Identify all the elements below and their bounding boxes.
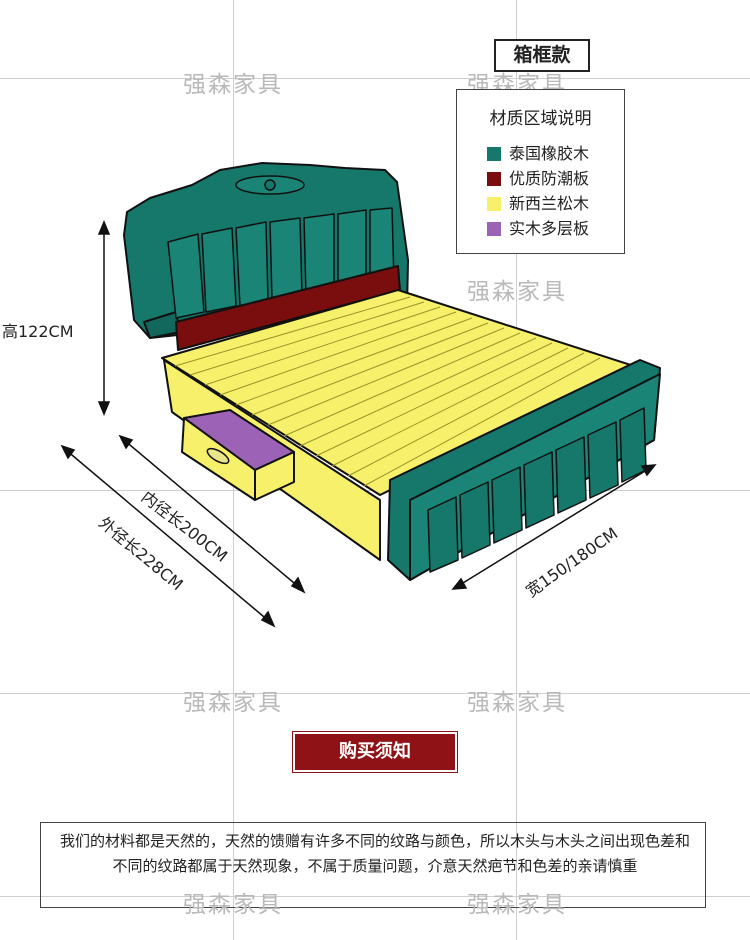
purchase-notice-button: 购买须知 <box>292 731 458 773</box>
guide-line <box>0 693 750 694</box>
watermark: 强森家具 <box>467 279 567 305</box>
material-legend: 材质区域说明 泰国橡胶木 优质防潮板 新西兰松木 实木多层板 <box>456 89 625 254</box>
swatch-plywood <box>487 222 501 236</box>
watermark: 强森家具 <box>467 892 567 918</box>
legend-item: 优质防潮板 <box>487 169 589 189</box>
watermark: 强森家具 <box>183 892 283 918</box>
height-label: 高122CM <box>2 322 74 341</box>
notice-text: 我们的材料都是天然的，天然的馈赠有许多不同的纹路与颜色，所以木头与木头之间出现色… <box>59 832 690 875</box>
watermark: 强森家具 <box>183 690 283 716</box>
watermark: 强森家具 <box>183 72 283 98</box>
swatch-pine <box>487 197 501 211</box>
guide-line <box>0 78 750 79</box>
guide-line <box>0 896 750 897</box>
page-title: 箱框款 <box>494 39 590 72</box>
swatch-moisture-board <box>487 172 501 186</box>
swatch-rubberwood <box>487 147 501 161</box>
notice-box: 我们的材料都是天然的，天然的馈赠有许多不同的纹路与颜色，所以木头与木头之间出现色… <box>40 822 706 908</box>
legend-item: 泰国橡胶木 <box>487 144 589 164</box>
legend-item: 实木多层板 <box>487 219 589 239</box>
legend-item: 新西兰松木 <box>487 194 589 214</box>
watermark: 强森家具 <box>467 690 567 716</box>
legend-title: 材质区域说明 <box>489 109 592 129</box>
